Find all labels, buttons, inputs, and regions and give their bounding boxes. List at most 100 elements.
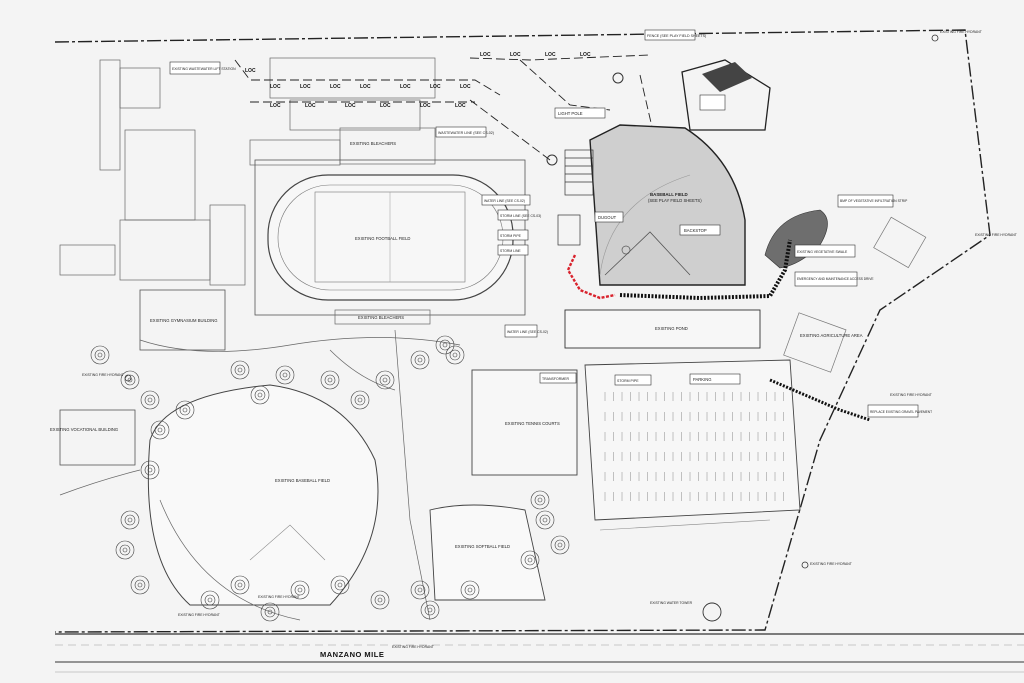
tree-icon xyxy=(119,544,131,556)
tree-icon xyxy=(234,364,246,376)
tree-icon xyxy=(530,490,550,510)
transformer-tag xyxy=(539,372,577,384)
tree-icon xyxy=(527,557,533,563)
light-pole-label: LIGHT POLE xyxy=(558,111,583,116)
hydrant-west-label: EXISTING FIRE HYDRANT xyxy=(82,373,124,377)
tree-icon xyxy=(150,420,170,440)
tree-icon xyxy=(542,517,548,523)
tree-icon xyxy=(250,385,270,405)
tree-icon xyxy=(350,390,370,410)
tree-icon xyxy=(237,582,243,588)
tree-icon xyxy=(175,400,195,420)
dugout-area xyxy=(557,149,594,246)
pond xyxy=(564,309,761,349)
north-building-block xyxy=(59,57,436,286)
tennis-label: EXISTING TENNIS COURTS xyxy=(505,421,560,426)
tree-icon xyxy=(115,540,135,560)
tree-icon xyxy=(424,604,436,616)
water-tower-label: EXISTING WATER TOWER xyxy=(650,601,693,605)
backstop-label: BACKSTOP xyxy=(684,228,707,233)
gym-building xyxy=(139,289,226,351)
tree-icon xyxy=(535,510,555,530)
tree-icon xyxy=(237,367,243,373)
loc-mark: LOC xyxy=(270,84,281,90)
tree-icon xyxy=(524,554,536,566)
tree-icon xyxy=(460,580,480,600)
tree-icon xyxy=(140,460,160,480)
tree-icon xyxy=(157,427,163,433)
tree-icon xyxy=(357,397,363,403)
tree-icon xyxy=(279,369,291,381)
north-bleachers-label: EXISTING BLEACHERS xyxy=(350,141,396,146)
hydrant-e-label: EXISTING FIRE HYDRANT xyxy=(975,233,1017,237)
tree-icon xyxy=(337,582,343,588)
softball-label: EXISTING SOFTBALL FIELD xyxy=(455,544,510,549)
tree-icon xyxy=(520,550,540,570)
water-line2-label: WATER LINE (SEE CS-02) xyxy=(507,330,548,334)
tree-icon xyxy=(120,510,140,530)
tree-icon xyxy=(200,590,220,610)
manzano-mile-road: MANZANO MILE xyxy=(55,633,1024,673)
tree-icon xyxy=(254,389,266,401)
tree-icon xyxy=(275,365,295,385)
tree-icon xyxy=(435,335,455,355)
agri-label: EXISTING AGRICULTURE AREA xyxy=(800,333,863,338)
tree-icon xyxy=(94,349,106,361)
tree-icon xyxy=(127,377,133,383)
south-bleachers xyxy=(334,309,431,325)
tennis-courts xyxy=(471,369,578,476)
gravel-label: REPLACE EXISTING GRAVEL PAVEMENT xyxy=(870,410,932,414)
tree-icon xyxy=(290,580,310,600)
tree-icon xyxy=(257,392,263,398)
tree-icon xyxy=(137,582,143,588)
tree-icon xyxy=(420,600,440,620)
property-boundary xyxy=(54,29,991,633)
tree-icon xyxy=(377,597,383,603)
tree-icon xyxy=(297,587,303,593)
new-baseball-field xyxy=(589,124,746,286)
tree-icon xyxy=(120,370,140,390)
tree-icon xyxy=(327,377,333,383)
loc-mark: LOC xyxy=(305,103,316,109)
tree-icon xyxy=(442,342,448,348)
loc-mark: LOC xyxy=(400,84,411,90)
loc-mark: LOC xyxy=(330,84,341,90)
tree-icon xyxy=(410,350,430,370)
vocational-building xyxy=(59,409,136,466)
loc-mark: LOC xyxy=(300,84,311,90)
tree-icon xyxy=(134,579,146,591)
wastewater-label: WASTEWATER LINE (SEE CS-02) xyxy=(438,131,494,135)
tree-icon xyxy=(144,394,156,406)
tree-icon xyxy=(264,606,276,618)
tree-icon xyxy=(414,584,426,596)
water-tower xyxy=(702,602,722,622)
hydrant-ne xyxy=(931,34,939,42)
tree-icon xyxy=(140,390,160,410)
swale-label: EXISTING VEGETATIVE SWALE xyxy=(797,250,848,254)
tree-icon xyxy=(124,374,136,386)
tree-icon xyxy=(417,587,423,593)
baseball-field-note: (SEE PLAY FIELD SHEETS) xyxy=(648,198,702,203)
loc-mark: LOC xyxy=(460,84,471,90)
tree-icon xyxy=(379,374,391,386)
loc-mark: LOC xyxy=(545,52,556,58)
tree-icon xyxy=(452,352,458,358)
gravel-tag xyxy=(867,404,919,418)
loc-mark: LOC xyxy=(360,84,371,90)
tree-icon xyxy=(320,370,340,390)
storm-line2-label: STORM LINE xyxy=(500,249,521,253)
access-drive xyxy=(619,239,792,301)
storm-pipe2-tag xyxy=(614,374,652,386)
tree-icon xyxy=(554,539,566,551)
tree-icon xyxy=(144,464,156,476)
highlighted-walkway xyxy=(566,254,616,300)
tree-icon xyxy=(330,575,350,595)
vocational-label: EXISTING VOCATIONAL BUILDING xyxy=(50,427,118,432)
tree-icon xyxy=(204,594,216,606)
tree-icon xyxy=(354,394,366,406)
tree-icon xyxy=(179,404,191,416)
tree-icon xyxy=(234,579,246,591)
baseball-field-label: BASEBALL FIELD xyxy=(650,192,688,197)
lift-station-tag xyxy=(169,61,221,75)
lift-station-label: EXISTING WASTEWATER LIFT STATION xyxy=(172,67,236,71)
